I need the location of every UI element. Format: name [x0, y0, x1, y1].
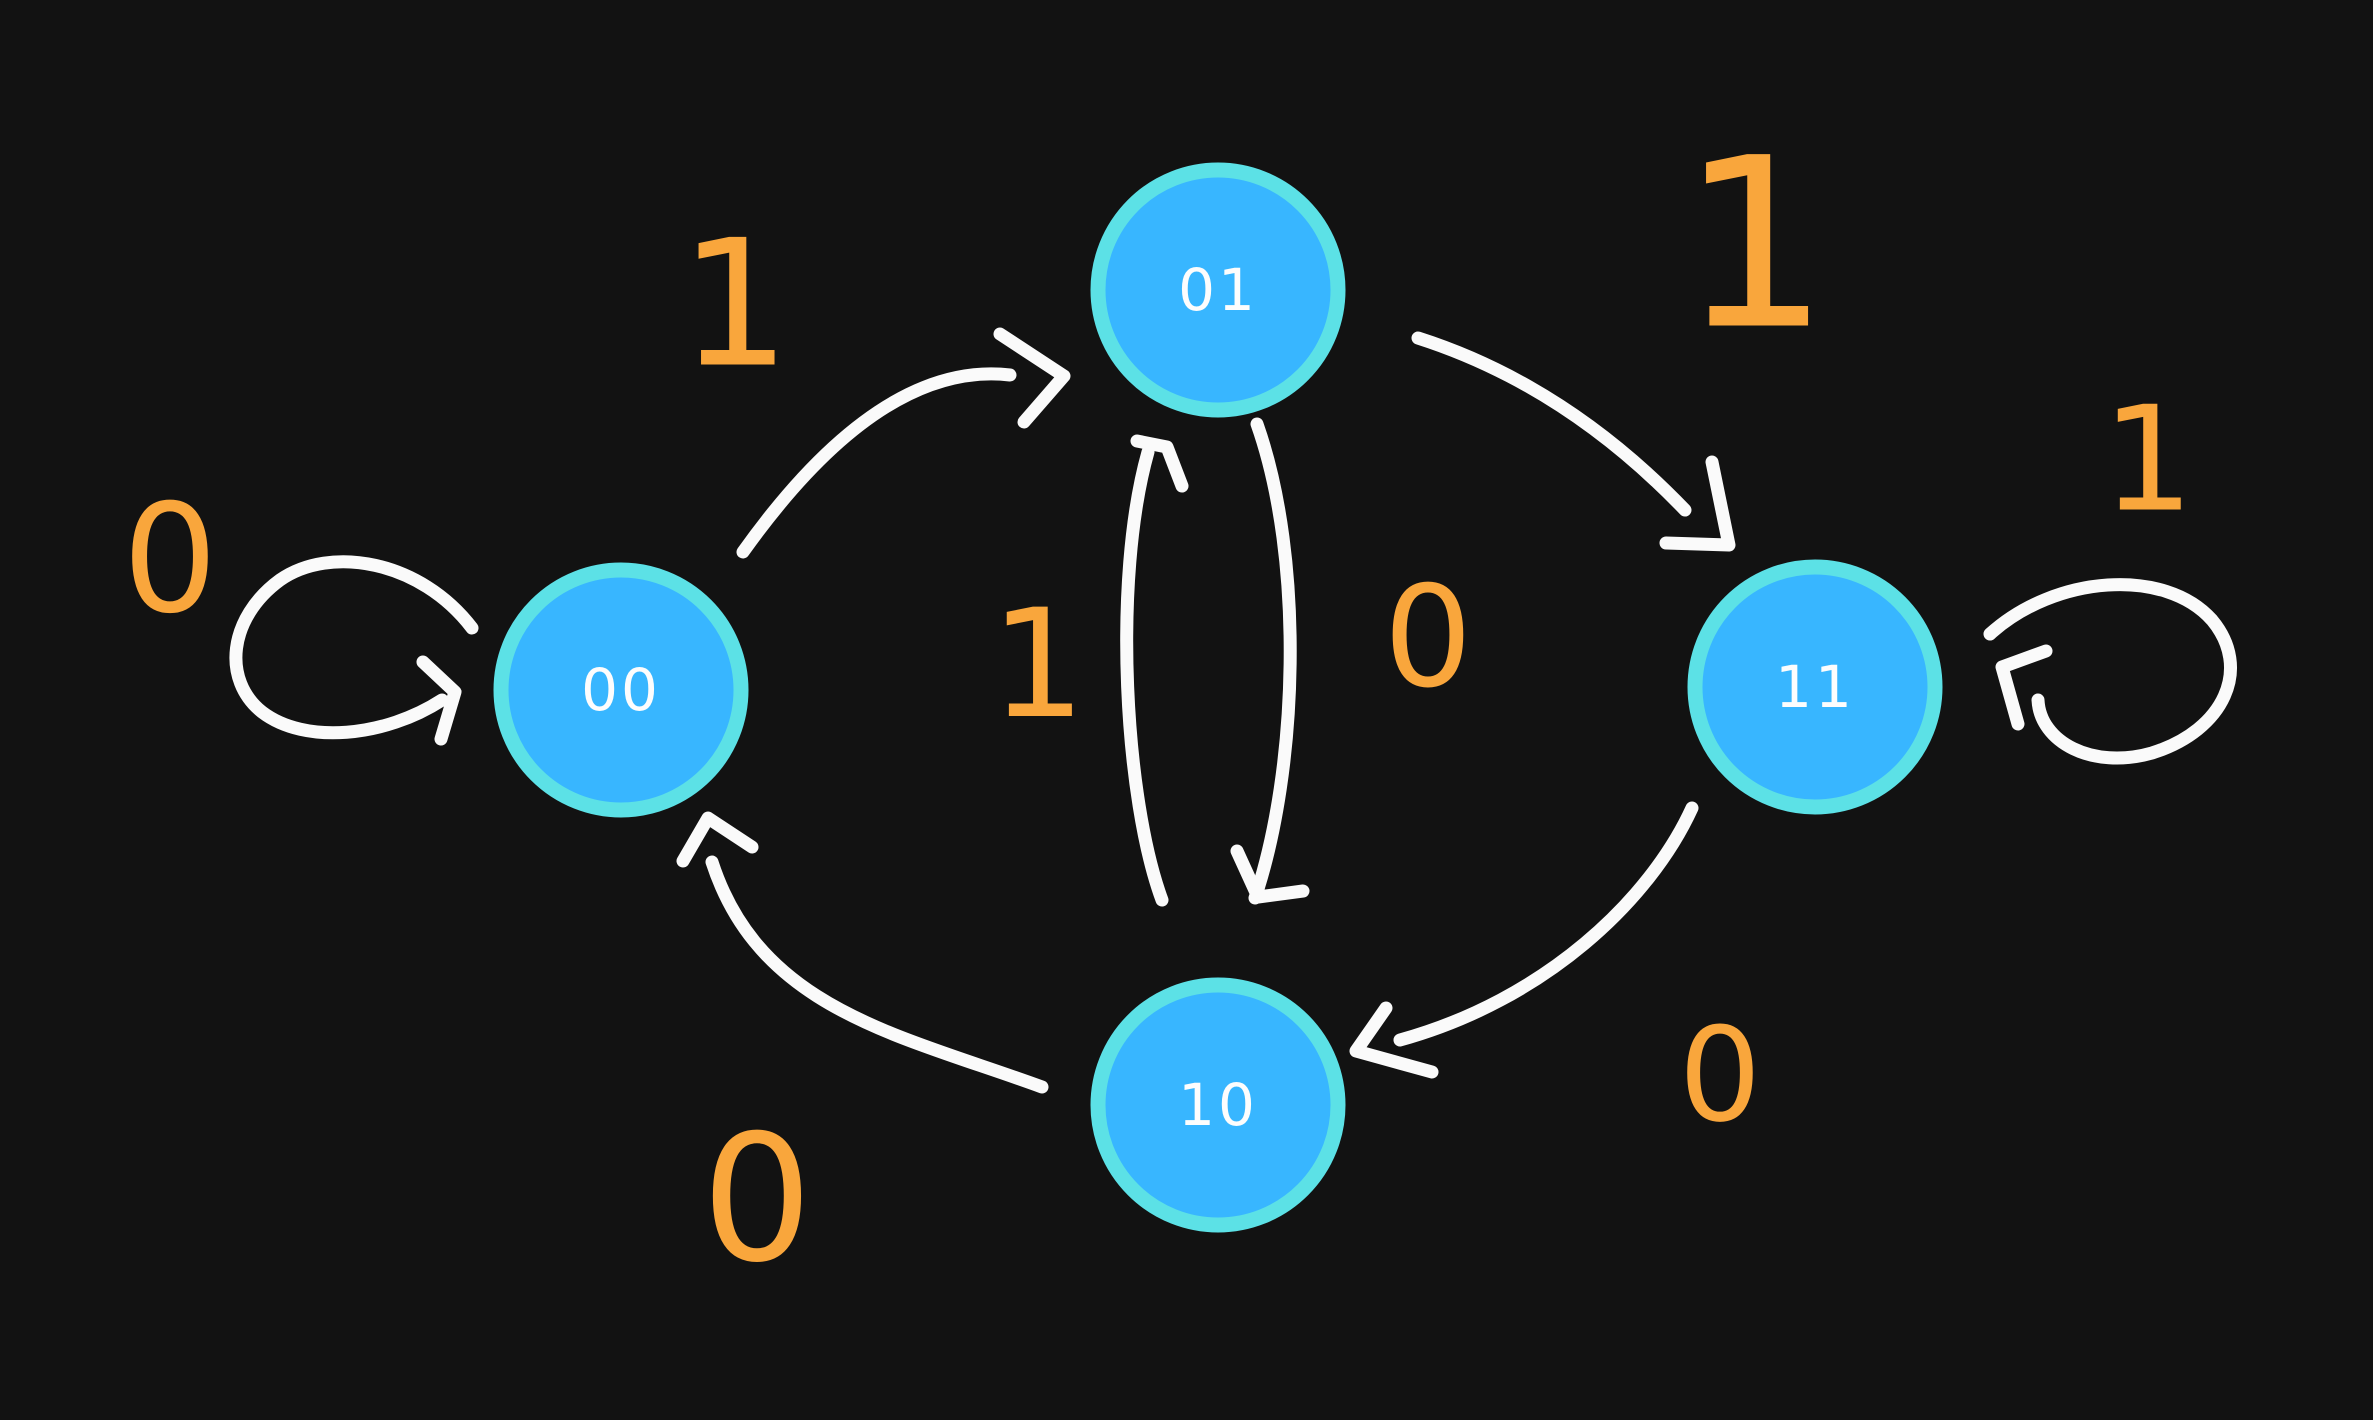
- transition-label-10-01: 1: [990, 578, 1085, 752]
- state-label-11: 11: [1775, 653, 1855, 721]
- transition-00-01[interactable]: 1: [679, 204, 1071, 559]
- transition-curve-11-11: [1983, 578, 2237, 765]
- transition-curve-00-01: [736, 367, 1017, 559]
- arrowhead-icon-10-00: [676, 811, 759, 868]
- state-label-01: 01: [1178, 256, 1258, 324]
- transition-11-11[interactable]: 1: [1983, 376, 2237, 765]
- transition-label-00-01: 1: [679, 204, 790, 407]
- transition-label-10-00: 0: [701, 1099, 812, 1302]
- transition-01-11[interactable]: 1: [1411, 109, 1830, 552]
- transition-label-01-10: 0: [1383, 557, 1472, 720]
- state-circle-01: [1090, 162, 1346, 418]
- transition-11-10[interactable]: 0: [1349, 801, 1762, 1151]
- state-circle-00: [493, 562, 749, 818]
- transition-curve-01-10: [1248, 417, 1297, 905]
- transition-curve-10-01: [1120, 445, 1169, 907]
- transition-curve-10-00: [705, 855, 1049, 1094]
- state-node-11[interactable]: 11: [1687, 559, 1943, 815]
- transition-label-11-10: 0: [1679, 999, 1762, 1151]
- arrowhead-icon-00-01: [993, 327, 1071, 429]
- transition-curve-00-00: [229, 555, 479, 740]
- state-label-10: 10: [1178, 1071, 1258, 1139]
- transition-00-00[interactable]: 0: [122, 473, 479, 746]
- state-circle-10: [1090, 977, 1346, 1233]
- transition-01-10[interactable]: 0: [1230, 417, 1473, 905]
- transition-label-11-11: 1: [2102, 376, 2194, 545]
- transition-10-01[interactable]: 1: [990, 434, 1189, 907]
- arrowhead-icon-01-10: [1230, 844, 1310, 904]
- transition-10-00[interactable]: 0: [676, 811, 1049, 1302]
- arrowhead-icon-10-01: [1130, 434, 1189, 493]
- transition-curve-01-11: [1411, 331, 1692, 517]
- transition-label-00-00: 0: [122, 473, 217, 647]
- arrowhead-icon-11-10: [1349, 1001, 1439, 1079]
- state-node-01[interactable]: 01: [1090, 162, 1346, 418]
- arrowhead-icon-00-00: [416, 655, 462, 746]
- arrowhead-icon-01-11: [1659, 455, 1736, 552]
- transition-curve-11-10: [1393, 801, 1699, 1047]
- transition-label-01-11: 1: [1680, 109, 1830, 382]
- state-circle-11: [1687, 559, 1943, 815]
- state-label-00: 00: [581, 656, 661, 724]
- arrowhead-icon-11-11: [1995, 644, 2053, 731]
- state-node-00[interactable]: 00: [493, 562, 749, 818]
- state-node-10[interactable]: 10: [1090, 977, 1346, 1233]
